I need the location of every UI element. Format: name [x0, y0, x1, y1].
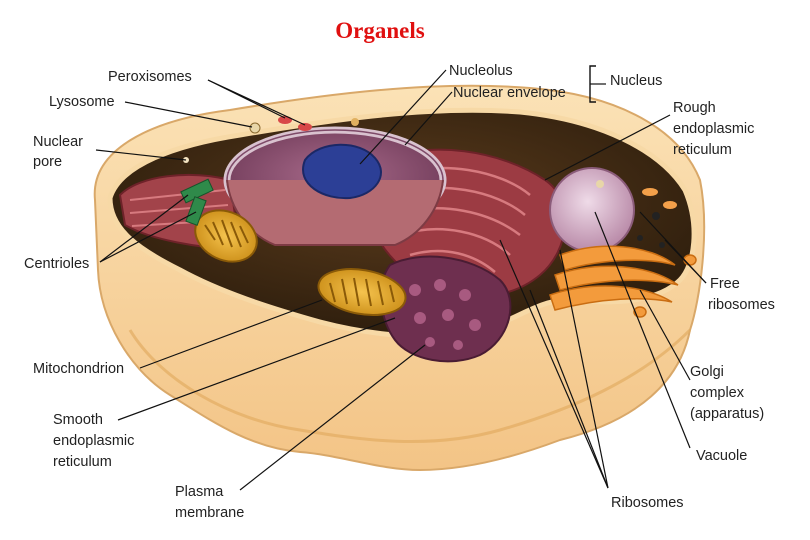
nucleolus-shape	[302, 143, 382, 200]
label-ribosomes: Ribosomes	[611, 495, 684, 511]
label-nucleolus: Nucleolus	[449, 63, 513, 79]
label-nuclear-pore-line2: pore	[33, 154, 62, 170]
smooth-er-shape	[379, 255, 512, 363]
label-golgi-line2: complex	[690, 385, 745, 401]
page-title: Organels	[335, 18, 425, 43]
label-lysosome: Lysosome	[49, 94, 115, 110]
label-smooth-er-line2: endoplasmic	[53, 433, 134, 449]
label-peroxisomes: Peroxisomes	[108, 69, 192, 85]
organelle-dots	[183, 116, 677, 248]
label-smooth-er-line3: reticulum	[53, 454, 112, 470]
golgi-shape	[549, 245, 697, 318]
label-smooth-er-line1: Smooth	[53, 412, 103, 428]
label-rough-er-line2: endoplasmic	[673, 121, 754, 137]
label-vacuole: Vacuole	[696, 448, 747, 464]
label-rough-er-line3: reticulum	[673, 142, 732, 158]
label-centrioles: Centrioles	[24, 256, 89, 272]
label-nuclear-pore-line1: Nuclear	[33, 134, 83, 150]
label-plasma-membrane-line2: membrane	[175, 505, 244, 521]
label-plasma-membrane-line1: Plasma	[175, 484, 224, 500]
label-mitochondrion: Mitochondrion	[33, 361, 124, 377]
label-nucleus: Nucleus	[610, 73, 662, 89]
label-golgi-line3: (apparatus)	[690, 406, 764, 422]
vacuole-shape	[549, 167, 635, 253]
leader-lines	[95, 65, 707, 491]
label-golgi-line1: Golgi	[690, 364, 724, 380]
label-nuclear-envelope: Nuclear envelope	[453, 85, 566, 101]
centrioles-shape	[180, 178, 214, 226]
label-rough-er-line1: Rough	[673, 100, 716, 116]
label-free-ribosomes-line1: Free	[710, 276, 740, 292]
mitochondrion-shape-2	[317, 268, 407, 316]
label-free-ribosomes-line2: ribosomes	[708, 297, 775, 313]
